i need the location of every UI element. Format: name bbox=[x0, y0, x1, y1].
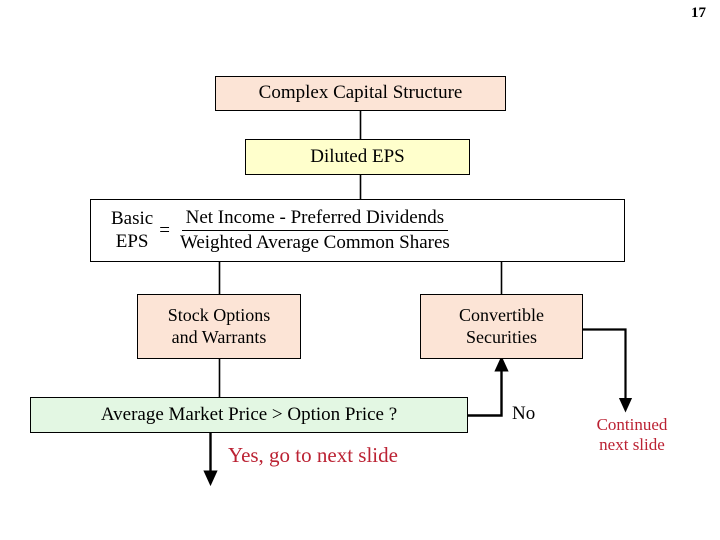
formula-left-side: Basic EPS bbox=[111, 208, 159, 253]
formula-equals-sign: = bbox=[159, 220, 170, 242]
box-diluted-eps[interactable]: Diluted EPS bbox=[245, 139, 470, 175]
box-convertible-securities-line1: Convertible bbox=[459, 305, 544, 326]
caption-continued-line2: next slide bbox=[599, 435, 665, 455]
box-convertible-securities-label: Convertible Securities bbox=[459, 305, 544, 347]
formula-lhs-line2: EPS bbox=[115, 230, 149, 252]
basic-eps-formula: Basic EPS = Net Income - Preferred Divid… bbox=[111, 207, 454, 255]
box-stock-options-line2: and Warrants bbox=[171, 326, 267, 347]
box-stock-options-line1: Stock Options bbox=[167, 305, 271, 326]
box-convertible-securities[interactable]: Convertible Securities bbox=[420, 294, 583, 359]
box-complex-capital-structure-label: Complex Capital Structure bbox=[258, 82, 463, 104]
caption-yes-go-to-next-slide: Yes, go to next slide bbox=[228, 443, 398, 467]
caption-continued-next-slide: Continued next slide bbox=[562, 415, 702, 455]
connector-convertible-to-continued bbox=[583, 328, 633, 413]
formula-denominator: Weighted Average Common Shares bbox=[179, 232, 450, 253]
box-diluted-eps-label: Diluted EPS bbox=[310, 145, 405, 167]
box-stock-options-label: Stock Options and Warrants bbox=[168, 305, 271, 347]
box-basic-eps-formula[interactable]: Basic EPS = Net Income - Preferred Divid… bbox=[90, 199, 625, 262]
box-average-market-price-decision[interactable]: Average Market Price > Option Price ? bbox=[30, 397, 468, 433]
box-average-market-price-label: Average Market Price > Option Price ? bbox=[100, 403, 398, 425]
caption-continued-line1: Continued bbox=[596, 415, 668, 434]
box-convertible-securities-line2: Securities bbox=[466, 326, 537, 347]
box-complex-capital-structure[interactable]: Complex Capital Structure bbox=[215, 76, 506, 111]
formula-fraction: Net Income - Preferred Dividends Weighte… bbox=[176, 207, 454, 255]
formula-lhs-line1: Basic bbox=[111, 208, 154, 230]
connector-no-to-convertible bbox=[468, 355, 509, 417]
page-number: 17 bbox=[691, 5, 706, 21]
formula-numerator: Net Income - Preferred Dividends bbox=[181, 207, 449, 231]
box-stock-options-and-warrants[interactable]: Stock Options and Warrants bbox=[137, 294, 301, 359]
label-no: No bbox=[512, 403, 536, 424]
